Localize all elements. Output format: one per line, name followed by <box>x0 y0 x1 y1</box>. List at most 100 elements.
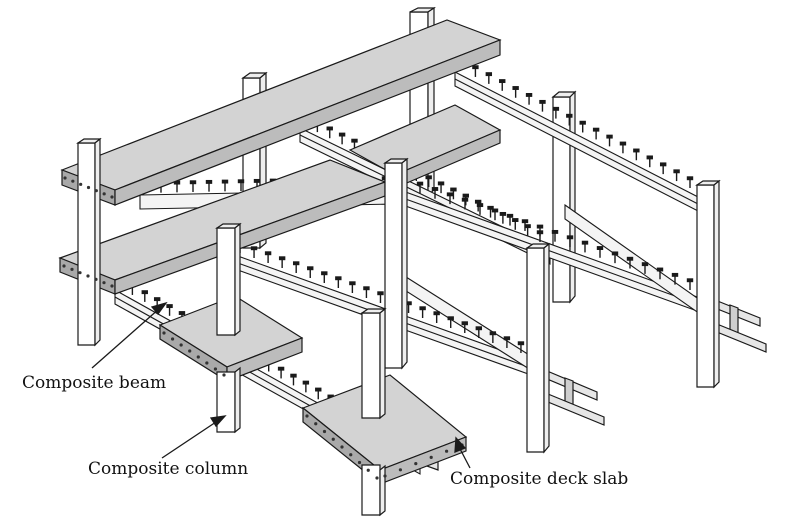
shear-stud-head <box>253 178 261 183</box>
slab-edge-hole <box>70 267 74 271</box>
shear-stud-head <box>419 306 426 311</box>
shear-stud-head <box>221 179 229 184</box>
slab-edge-hole <box>445 449 449 453</box>
shear-stud-head <box>446 192 454 197</box>
shear-stud-head <box>363 286 370 291</box>
slab-edge-holes <box>62 176 464 480</box>
shear-stud-head <box>656 267 664 272</box>
slab-edge-hole <box>213 367 218 371</box>
shear-stud-head <box>506 213 514 218</box>
slab-edge-hole <box>86 185 91 190</box>
slab-edge-hole <box>71 179 75 183</box>
composite-column-square-1 <box>216 227 236 336</box>
shear-stud-head <box>326 126 333 131</box>
composite-deck-slab-top <box>60 19 502 206</box>
shear-stud-head <box>673 169 680 174</box>
slab-columns <box>215 222 387 517</box>
shear-stud-head <box>416 181 424 186</box>
beam-end-section-2 <box>539 367 605 426</box>
shear-stud-head <box>277 366 285 371</box>
shear-stud-head <box>503 336 511 341</box>
shear-stud-head <box>290 373 297 378</box>
slab-edge-hole <box>110 284 114 288</box>
shear-stud-head <box>433 311 440 316</box>
shear-stud-head <box>189 180 197 185</box>
shear-stud-head <box>475 326 483 331</box>
slab-edge-hole <box>110 195 114 199</box>
composite-column-mid <box>384 162 403 369</box>
slab-edge-hole <box>170 337 175 341</box>
shear-stud-head <box>686 278 694 283</box>
shear-stud-head <box>335 276 342 281</box>
shear-stud-head <box>552 106 560 111</box>
shear-stud-head <box>472 65 479 70</box>
slab-edge-hole <box>340 445 344 449</box>
shear-stud-head <box>512 218 519 222</box>
shear-stud-head <box>278 256 286 261</box>
slab-edge-hole <box>94 277 98 281</box>
shear-stud-head <box>592 127 600 132</box>
shear-stud-head <box>447 316 454 321</box>
shear-stud-head <box>302 380 310 385</box>
composite-column-square-2 <box>361 312 381 419</box>
shear-stud-head <box>633 148 640 153</box>
slab-edge-hole <box>205 361 209 365</box>
shear-stud-head <box>178 311 186 315</box>
shear-stud-head <box>646 155 653 160</box>
column-callout-arrow <box>161 419 220 459</box>
shear-stud-head <box>524 224 531 229</box>
shear-stud-head <box>141 290 148 295</box>
shear-stud-head <box>641 262 649 267</box>
slab-edge-hole <box>305 414 309 418</box>
shear-stud-head <box>264 251 272 256</box>
shear-stud-head <box>351 138 358 143</box>
shear-stud-head <box>476 203 484 208</box>
shear-stud-head <box>307 266 314 271</box>
slab-edge-hole <box>86 274 90 278</box>
shear-stud-head <box>153 297 161 302</box>
slab-edge-hole <box>349 453 353 457</box>
shear-stud-head <box>461 321 468 326</box>
slab-edge-hole <box>375 476 379 480</box>
slab-edge-hole <box>102 192 106 196</box>
composite-column-right-front <box>526 247 545 453</box>
shear-stud-head <box>659 162 667 167</box>
shear-stud-head <box>619 141 627 146</box>
slab-edge-hole <box>79 182 83 186</box>
slab-edge-hole <box>366 468 370 472</box>
composite-deck-slab-label: Composite deck slab <box>450 469 628 489</box>
shear-stud-head <box>250 246 258 251</box>
shear-stud-head <box>536 224 544 229</box>
slab-edge-hole <box>196 355 200 359</box>
slab-edge-hole <box>62 264 66 268</box>
slab-edge-hole <box>102 281 106 285</box>
composite-beam-label: Composite beam <box>22 373 166 393</box>
slab-edge-hole <box>94 189 98 193</box>
shear-stud-head <box>461 197 469 202</box>
shear-stud-head <box>551 229 559 234</box>
shear-stud-head <box>485 72 493 77</box>
slab-edge-hole <box>179 343 183 347</box>
shear-stud-head <box>437 181 445 186</box>
shear-stud-head <box>425 175 432 180</box>
shear-stud-head <box>686 176 694 181</box>
slab-edge-hole <box>429 455 433 459</box>
shear-stud-head <box>579 120 586 125</box>
shear-stud-head <box>566 113 573 118</box>
shear-stud-head <box>431 187 439 191</box>
slab-edge-hole <box>63 176 67 180</box>
shear-stud-head <box>539 99 546 104</box>
slab-edge-hole <box>78 271 82 275</box>
slab-edge-hole <box>357 460 362 465</box>
slab-edge-hole <box>222 373 226 377</box>
shear-stud-head <box>292 261 300 266</box>
slab-edge-hole <box>414 462 418 466</box>
shear-stud-head <box>315 387 322 392</box>
shear-stud-head <box>626 256 634 261</box>
slab-edge-hole <box>162 331 166 335</box>
shear-stud-head <box>377 291 384 296</box>
shear-stud-head <box>581 240 589 245</box>
composite-column-left <box>77 142 96 346</box>
shear-stud-head <box>671 272 679 277</box>
composite-column-label: Composite column <box>88 459 248 479</box>
